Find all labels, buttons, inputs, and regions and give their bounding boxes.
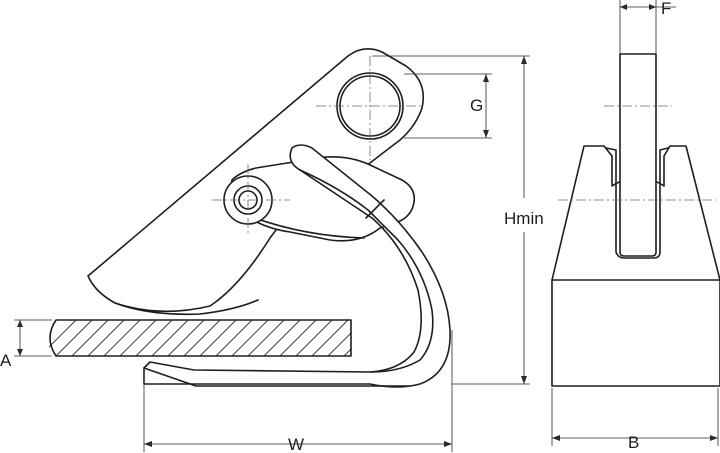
front-hook-plate	[619, 53, 657, 257]
front-slot	[605, 147, 669, 259]
hook-inner-edge	[299, 169, 422, 373]
dimension-f: F	[619, 0, 676, 54]
label-b: B	[628, 433, 639, 452]
label-hmin: Hmin	[504, 209, 544, 228]
dimension-w: W	[143, 330, 453, 453]
dimension-b: B	[551, 388, 719, 452]
dimension-hmin: Hmin	[372, 55, 544, 385]
label-f: F	[661, 0, 671, 18]
label-g: G	[470, 96, 483, 115]
dimension-a: A	[0, 319, 52, 370]
hook-seam	[365, 199, 385, 219]
front-view	[551, 53, 720, 387]
label-a: A	[0, 351, 12, 370]
jaw-lip	[114, 299, 259, 316]
plate-hatching	[49, 320, 351, 356]
steel-plate	[49, 319, 352, 357]
hook-bottom-lip	[143, 367, 411, 387]
label-w: W	[288, 435, 304, 453]
dimension-g: G	[404, 73, 492, 139]
